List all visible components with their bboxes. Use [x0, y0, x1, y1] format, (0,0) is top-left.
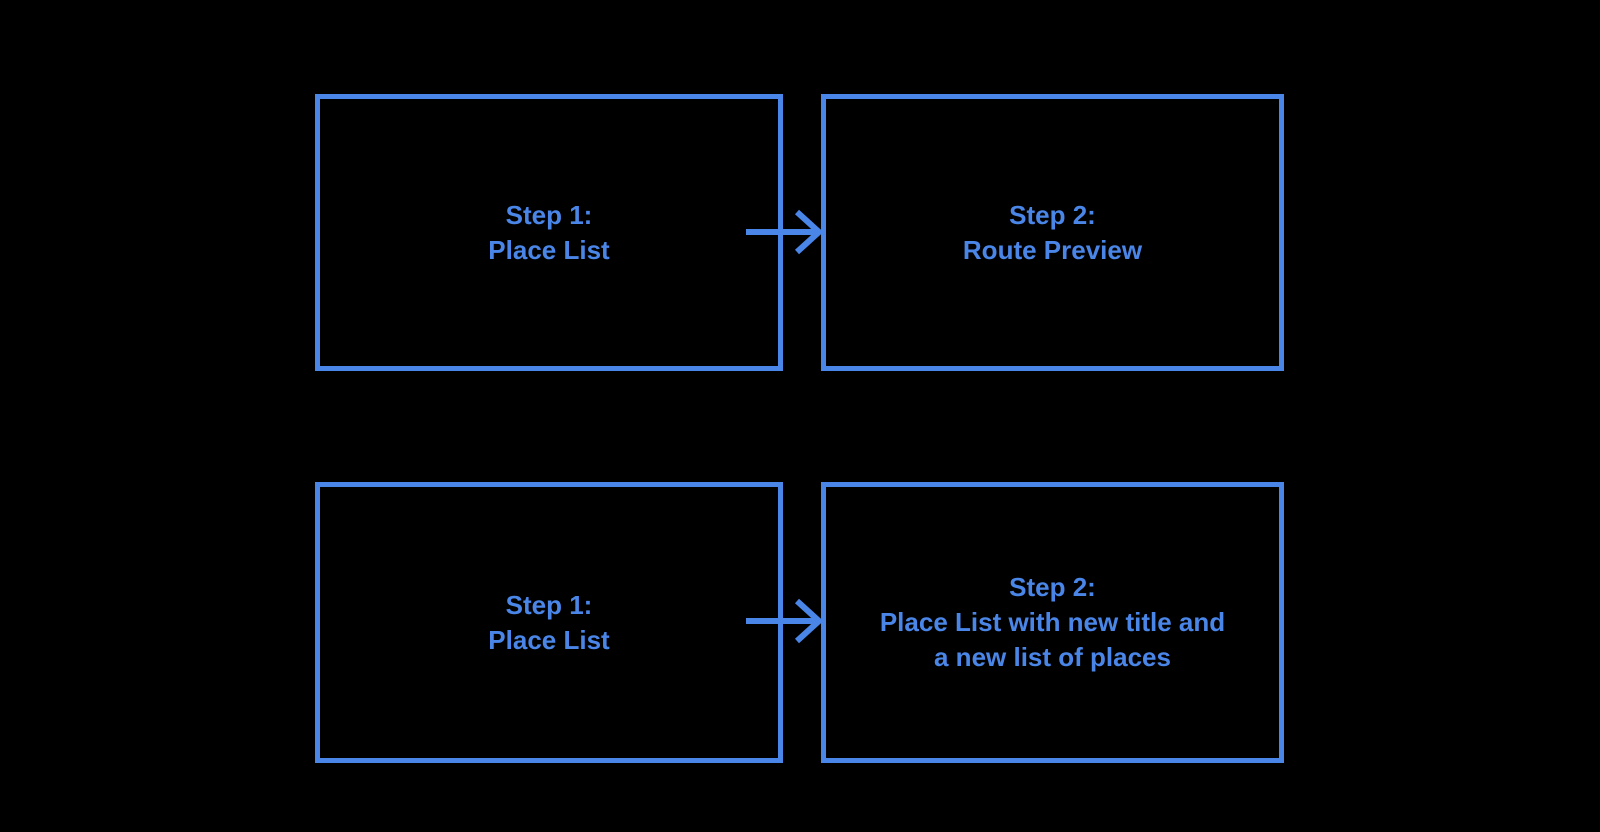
- flow1-step1-label: Step 1: Place List: [488, 199, 610, 265]
- flow2-step2-box: Step 2: Place List with new title and a …: [821, 482, 1284, 763]
- flow2-arrow-right-icon: [742, 595, 824, 647]
- flow1-arrow-right-icon: [742, 206, 824, 258]
- flow1-step2-label: Step 2: Route Preview: [962, 199, 1143, 265]
- flow2-step1-label: Step 1: Place List: [488, 589, 610, 655]
- flow2-step1-box: Step 1: Place List: [315, 482, 783, 763]
- flow1-step1-box: Step 1: Place List: [315, 94, 783, 371]
- flow2-step2-label: Step 2: Place List with new title and a …: [879, 572, 1226, 672]
- flow1-step2-box: Step 2: Route Preview: [821, 94, 1284, 371]
